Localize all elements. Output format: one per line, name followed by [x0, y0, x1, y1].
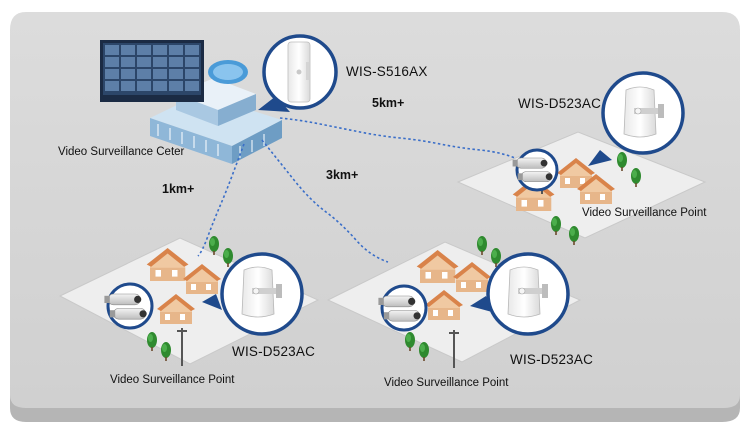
site-top-right	[512, 71, 685, 245]
video-wall	[100, 40, 204, 102]
top-right-model-label: WIS-D523AC	[518, 96, 602, 111]
bottom-mid-model-label: WIS-D523AC	[510, 352, 594, 367]
distance-label-right: 5km+	[372, 96, 405, 110]
center-ap-model-label: WIS-S516AX	[346, 64, 428, 79]
link-center-to-left	[197, 143, 245, 257]
bottom-mid-caption: Video Surveillance Point	[384, 377, 509, 389]
ground-bottom-left	[58, 237, 320, 365]
ap-device-icon	[287, 41, 311, 103]
distance-label-mid: 3km+	[326, 168, 359, 182]
distance-label-left: 1km+	[162, 182, 195, 196]
bottom-left-caption: Video Surveillance Point	[110, 374, 235, 386]
wireless-link-icon	[197, 117, 516, 263]
site-bottom-left	[103, 236, 304, 366]
bottom-left-model-label: WIS-D523AC	[232, 344, 316, 359]
site-bottom-mid	[377, 236, 570, 368]
link-center-to-right	[279, 117, 516, 159]
center-ap-callout	[258, 34, 338, 112]
center-caption: Video Surveillance Ceter	[58, 146, 185, 158]
top-right-caption: Video Surveillance Point	[582, 207, 707, 219]
link-center-to-mid	[261, 139, 389, 263]
